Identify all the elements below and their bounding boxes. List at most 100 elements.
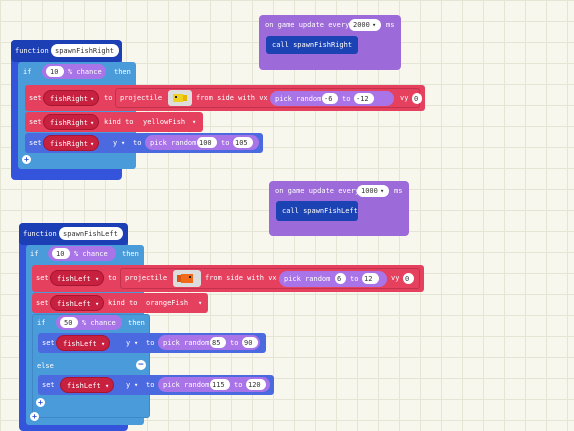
- add-branch-icon[interactable]: +: [36, 398, 45, 407]
- projectile-label: projectile: [120, 94, 163, 102]
- game-update-event-block-2[interactable]: on game update every 1000 ▾ ms call spaw…: [269, 181, 409, 236]
- set-keyword: set: [29, 139, 42, 147]
- function-header[interactable]: function spawnFishRight: [11, 40, 122, 62]
- to-keyword: to: [104, 94, 113, 102]
- to-keyword: to: [342, 95, 351, 103]
- call-label: call spawnFishLeft: [282, 207, 358, 215]
- random-max-input[interactable]: -12: [354, 93, 374, 104]
- interval-value: 2000: [353, 21, 370, 29]
- random-max: 90: [244, 339, 253, 347]
- property-dropdown[interactable]: y: [126, 381, 131, 389]
- random-max-input[interactable]: 105: [233, 137, 253, 148]
- interval-dropdown[interactable]: 2000 ▾: [349, 19, 381, 31]
- set-y-block[interactable]: set fishLeft ▾ y ▾ to pick random 85 to …: [38, 333, 266, 353]
- from-side-label: from side with vx: [196, 94, 268, 102]
- random-max: -12: [356, 95, 369, 103]
- random-min-input[interactable]: -6: [322, 93, 338, 104]
- add-branch-icon[interactable]: +: [22, 155, 31, 164]
- variable-name: fishRight: [50, 140, 88, 148]
- random-max-input[interactable]: 12: [362, 273, 379, 284]
- caret-down-icon: ▾: [101, 340, 106, 348]
- vy-input[interactable]: 0: [403, 273, 414, 284]
- random-max: 120: [248, 381, 261, 389]
- variable-dropdown[interactable]: fishLeft ▾: [56, 335, 110, 351]
- variable-dropdown[interactable]: fishLeft ▾: [50, 270, 104, 286]
- variable-dropdown[interactable]: fishRight ▾: [43, 90, 99, 106]
- random-max-input[interactable]: 90: [242, 337, 258, 348]
- kind-dropdown[interactable]: yellowFish: [143, 118, 186, 126]
- set-keyword: set: [36, 299, 49, 307]
- projectile-block[interactable]: projectile from side with vx pick random…: [120, 268, 420, 289]
- property-dropdown[interactable]: y: [113, 139, 118, 147]
- set-y-block[interactable]: set fishLeft ▾ y ▾ to pick random 115 to…: [38, 375, 274, 395]
- call-label: call spawnFishRight: [272, 41, 353, 49]
- chance-value-input[interactable]: 10: [46, 66, 64, 77]
- set-projectile-block[interactable]: set fishRight ▾ to projectile from side …: [25, 85, 425, 111]
- percent-chance-block[interactable]: 10 % chance: [48, 246, 116, 261]
- percent-chance-block[interactable]: 10 % chance: [42, 64, 106, 79]
- pick-random-label: pick random: [163, 339, 210, 347]
- vy-input[interactable]: 0: [412, 93, 422, 104]
- variable-dropdown[interactable]: fishRight ▾: [43, 114, 99, 130]
- kind-dropdown[interactable]: orangeFish: [146, 299, 189, 307]
- kind-to-label: kind to: [108, 299, 138, 307]
- vy-label: vy: [391, 274, 400, 282]
- percent-chance-block[interactable]: 50 % chance: [56, 315, 122, 330]
- set-kind-block[interactable]: set fishLeft ▾ kind to orangeFish ▾: [32, 293, 208, 313]
- random-max-input[interactable]: 120: [246, 379, 266, 390]
- interval-value: 1000: [361, 187, 378, 195]
- set-keyword: set: [29, 118, 42, 126]
- function-header[interactable]: function spawnFishLeft: [19, 223, 128, 245]
- projectile-block[interactable]: projectile from side with vx pick random…: [115, 88, 422, 108]
- then-keyword: then: [114, 68, 131, 76]
- pick-random-block[interactable]: pick random 115 to 120: [158, 377, 270, 392]
- chance-label: % chance: [74, 250, 108, 258]
- pick-random-block[interactable]: pick random -6 to -12: [270, 91, 394, 106]
- random-min: 115: [212, 381, 225, 389]
- function-keyword: function: [23, 230, 57, 238]
- to-keyword: to: [146, 381, 155, 389]
- variable-dropdown[interactable]: fishRight ▾: [43, 135, 99, 151]
- then-keyword: then: [128, 319, 145, 327]
- chance-value-input[interactable]: 10: [52, 248, 70, 259]
- pick-random-label: pick random: [150, 139, 197, 147]
- set-projectile-block[interactable]: set fishLeft ▾ to projectile from side w…: [32, 265, 424, 292]
- variable-name: fishLeft: [57, 275, 91, 283]
- then-keyword: then: [122, 250, 139, 258]
- if-else-block[interactable]: [32, 314, 150, 418]
- set-keyword: set: [42, 339, 55, 347]
- call-function-block[interactable]: call spawnFishRight: [266, 36, 358, 54]
- random-min-input[interactable]: 115: [210, 379, 230, 390]
- interval-dropdown[interactable]: 1000 ▾: [357, 185, 389, 197]
- caret-down-icon: ▾: [95, 300, 100, 308]
- function-name-field[interactable]: spawnFishRight: [51, 44, 119, 57]
- call-function-block[interactable]: call spawnFishLeft: [276, 201, 358, 221]
- set-y-block[interactable]: set fishRight ▾ y ▾ to pick random 100 t…: [25, 133, 263, 153]
- to-keyword: to: [234, 381, 243, 389]
- property-dropdown[interactable]: y: [126, 339, 131, 347]
- variable-dropdown[interactable]: fishLeft ▾: [50, 295, 104, 311]
- game-update-event-block-1[interactable]: on game update every 2000 ▾ ms call spaw…: [259, 15, 401, 70]
- caret-down-icon: ▾: [121, 139, 126, 147]
- orange-fish-image-picker[interactable]: [173, 270, 201, 287]
- yellow-fish-image-picker[interactable]: [168, 90, 192, 106]
- random-min-input[interactable]: 85: [210, 337, 226, 348]
- add-branch-icon[interactable]: +: [30, 412, 39, 421]
- pick-random-block[interactable]: pick random 85 to 90: [158, 335, 260, 350]
- to-keyword: to: [221, 139, 230, 147]
- function-name-field[interactable]: spawnFishLeft: [59, 227, 123, 240]
- to-keyword: to: [133, 139, 142, 147]
- unit-label: ms: [386, 21, 395, 29]
- variable-dropdown[interactable]: fishLeft ▾: [60, 377, 114, 393]
- variable-name: fishLeft: [57, 300, 91, 308]
- caret-down-icon: ▾: [90, 119, 95, 127]
- chance-value: 10: [50, 68, 59, 76]
- pick-random-block[interactable]: pick random 6 to 12: [279, 271, 387, 287]
- chance-value-input[interactable]: 50: [60, 317, 78, 328]
- set-kind-block[interactable]: set fishRight ▾ kind to yellowFish ▾: [25, 112, 203, 132]
- remove-else-icon[interactable]: −: [136, 360, 146, 370]
- pick-random-block[interactable]: pick random 100 to 105: [145, 135, 259, 150]
- random-min-input[interactable]: 6: [335, 273, 346, 284]
- random-min-input[interactable]: 100: [197, 137, 217, 148]
- kind-to-label: kind to: [104, 118, 134, 126]
